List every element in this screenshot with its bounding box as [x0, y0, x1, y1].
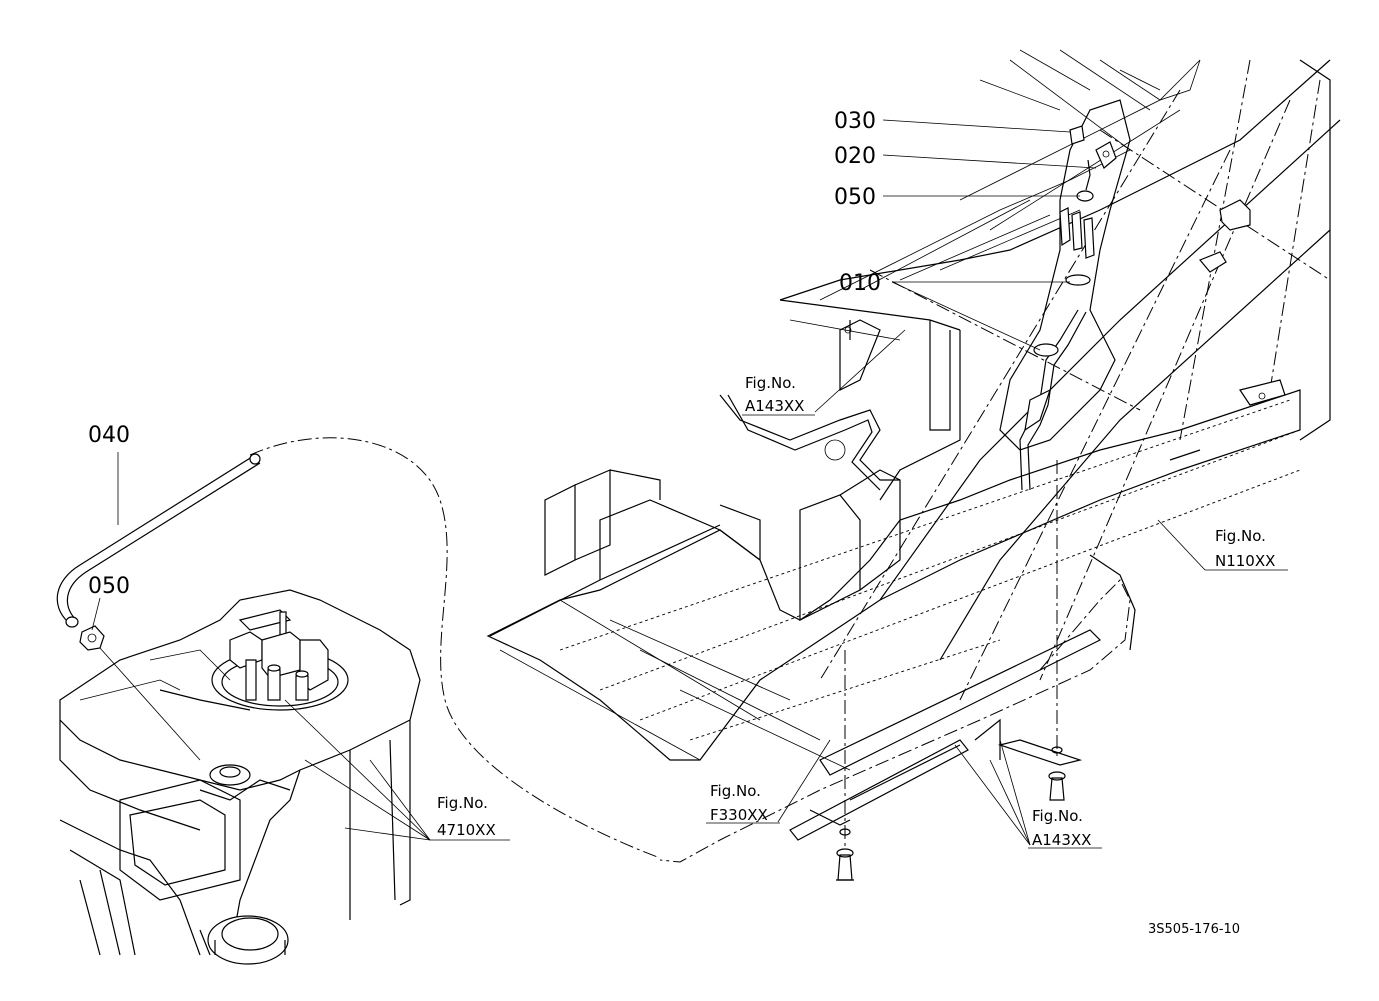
part-label-030: 030 [834, 109, 876, 134]
bolt-icon [1048, 771, 1066, 801]
figure-ref-n110[interactable]: Fig.No. N110XX [1205, 527, 1288, 571]
figure-ref-code: 4710XX [437, 821, 496, 839]
part-label-050-top: 050 [834, 185, 876, 210]
part-label-040: 040 [88, 423, 130, 448]
figure-ref-4710[interactable]: Fig.No. 4710XX [430, 794, 510, 841]
figure-ref-a143-lower[interactable]: Fig.No. A143XX [1028, 807, 1102, 849]
bolt-icon [836, 848, 854, 881]
part-label-050-left: 050 [88, 574, 130, 599]
figure-ref-f330[interactable]: Fig.No. F330XX [706, 782, 780, 824]
figure-ref-prefix: Fig.No. [710, 782, 761, 800]
figure-ref-code: N110XX [1215, 552, 1275, 570]
floor-frame-drawing [486, 49, 1341, 881]
drawing-code: 3S505-176-10 [1148, 922, 1240, 937]
fuel-tank-drawing [56, 437, 661, 965]
figure-ref-a143-upper[interactable]: Fig.No. A143XX [742, 374, 815, 416]
figure-ref-prefix: Fig.No. [437, 794, 488, 812]
figure-ref-prefix: Fig.No. [1215, 527, 1266, 545]
figure-ref-code: A143XX [1032, 831, 1091, 849]
part-label-020: 020 [834, 144, 876, 169]
figure-ref-code: F330XX [710, 806, 768, 824]
figure-ref-code: A143XX [745, 397, 804, 415]
part-label-010: 010 [839, 271, 881, 296]
leader-lines [91, 119, 1206, 846]
figure-ref-prefix: Fig.No. [1032, 807, 1083, 825]
figure-ref-prefix: Fig.No. [745, 374, 796, 392]
